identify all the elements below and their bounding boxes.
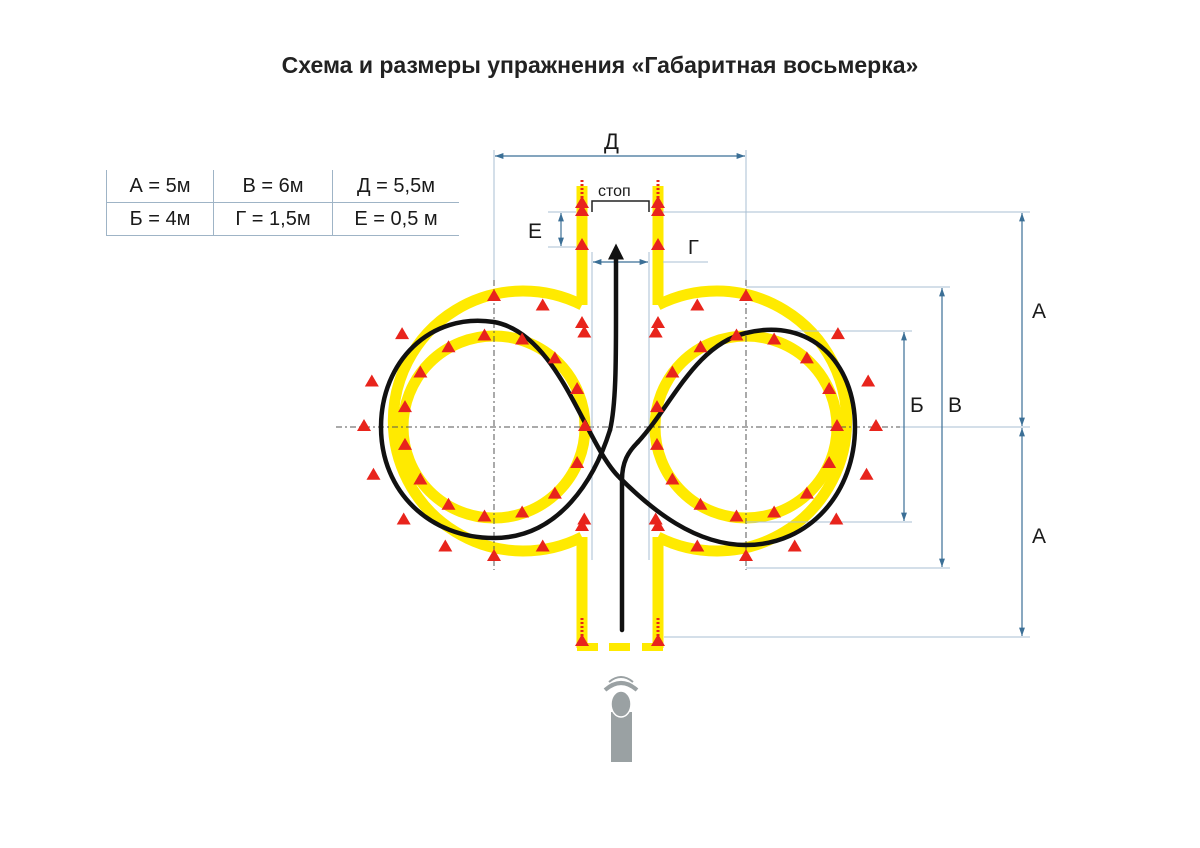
cone-icon (357, 419, 371, 431)
cone-icon (575, 316, 589, 328)
right-outer-boundary (655, 285, 853, 557)
table-row: Б = 4м Г = 1,5м Е = 0,5 м (107, 202, 459, 236)
stop-bracket (591, 200, 650, 212)
label-e: Е (528, 220, 542, 243)
cone-icon (729, 509, 744, 522)
left-outer-boundary (387, 285, 585, 557)
dimensions-table: А = 5м В = 6м Д = 5,5м Б = 4м Г = 1,5м Е… (106, 170, 459, 236)
cone-icon (739, 549, 753, 561)
cone-icon (575, 238, 589, 250)
cone-icon (739, 289, 753, 301)
cone-icon (441, 497, 456, 510)
dimension-g: Г = 1,5м (213, 202, 333, 236)
guide-lines (336, 150, 1030, 638)
cone-icon (861, 374, 876, 387)
car-icon (603, 676, 639, 762)
path-exit (607, 243, 625, 433)
label-a-bottom: А (1032, 525, 1046, 548)
cone-icon (787, 539, 802, 552)
cone-icon (690, 298, 705, 311)
cone-icon (575, 204, 589, 216)
cone-icon (577, 512, 592, 525)
cone-icon (575, 519, 589, 531)
dimension-e: Е = 0,5 м (332, 202, 459, 236)
cone-icon (570, 381, 585, 394)
cone-icon (830, 327, 845, 340)
label-d: Д (604, 129, 619, 154)
cone-icon (665, 472, 680, 485)
label-b: Б (910, 394, 924, 417)
cone-icon (535, 539, 550, 552)
cone-icon (693, 340, 708, 353)
cone-icon (515, 332, 530, 345)
cone-icon (799, 351, 814, 364)
cone-icon (799, 486, 814, 499)
cone-icon (651, 204, 665, 216)
cone-icon (477, 509, 492, 522)
path-left-loop (378, 318, 623, 541)
cone-icon (487, 549, 501, 561)
cone-icon (859, 467, 874, 480)
cone-icon (729, 328, 744, 341)
path-approach (619, 439, 641, 633)
dimension-v: В = 6м (213, 170, 333, 203)
dimension-d: Д = 5,5м (332, 170, 459, 203)
cone-icon (830, 419, 844, 431)
cone-icon (578, 419, 592, 431)
cone-icon (869, 419, 883, 431)
label-g: Г (688, 237, 699, 259)
cone-icon (364, 374, 379, 387)
label-a-top: А (1032, 300, 1046, 323)
cone-icon (413, 365, 428, 378)
cone-icon (577, 325, 592, 338)
page-title: Схема и размеры упражнения «Габаритная в… (281, 52, 919, 78)
cone-icon (651, 519, 665, 531)
table-row: А = 5м В = 6м Д = 5,5м (106, 170, 459, 203)
cone-icon (547, 486, 562, 499)
dimension-b: Б = 4м (129, 207, 191, 230)
path-right-loop (617, 327, 858, 548)
cone-icon (366, 467, 381, 480)
cone-icon (438, 539, 453, 552)
cone-icon (396, 512, 411, 525)
cone-icon (477, 328, 492, 341)
cone-icon (487, 289, 501, 301)
cone-icon (651, 196, 665, 208)
cone-icon (665, 365, 680, 378)
dimension-a: А = 5м (106, 170, 214, 203)
cone-icon (649, 437, 664, 450)
label-v: В (948, 394, 962, 417)
cone-icon (395, 327, 410, 340)
cone-icon (651, 238, 665, 250)
cone-group (357, 180, 883, 646)
cone-icon (767, 332, 782, 345)
cone-icon (575, 196, 589, 208)
cone-icon (570, 456, 585, 469)
cone-icon (649, 400, 664, 413)
cone-icon (397, 400, 412, 413)
cone-icon (413, 472, 428, 485)
cone-icon (822, 381, 837, 394)
cone-icon (515, 505, 530, 518)
cone-icon (693, 497, 708, 510)
cone-icon (767, 505, 782, 518)
cone-icon (822, 456, 837, 469)
cone-icon (648, 325, 663, 338)
cone-icon (397, 437, 412, 450)
cone-icon (651, 316, 665, 328)
dimension-lines (495, 153, 1025, 636)
cone-icon (535, 298, 550, 311)
cone-icon (441, 340, 456, 353)
cone-icon (829, 512, 844, 525)
vehicle-path (378, 243, 858, 633)
cone-icon (690, 539, 705, 552)
label-stop: стоп (598, 183, 631, 200)
cone-icon (547, 351, 562, 364)
cone-icon (651, 634, 665, 646)
cone-icon (575, 634, 589, 646)
